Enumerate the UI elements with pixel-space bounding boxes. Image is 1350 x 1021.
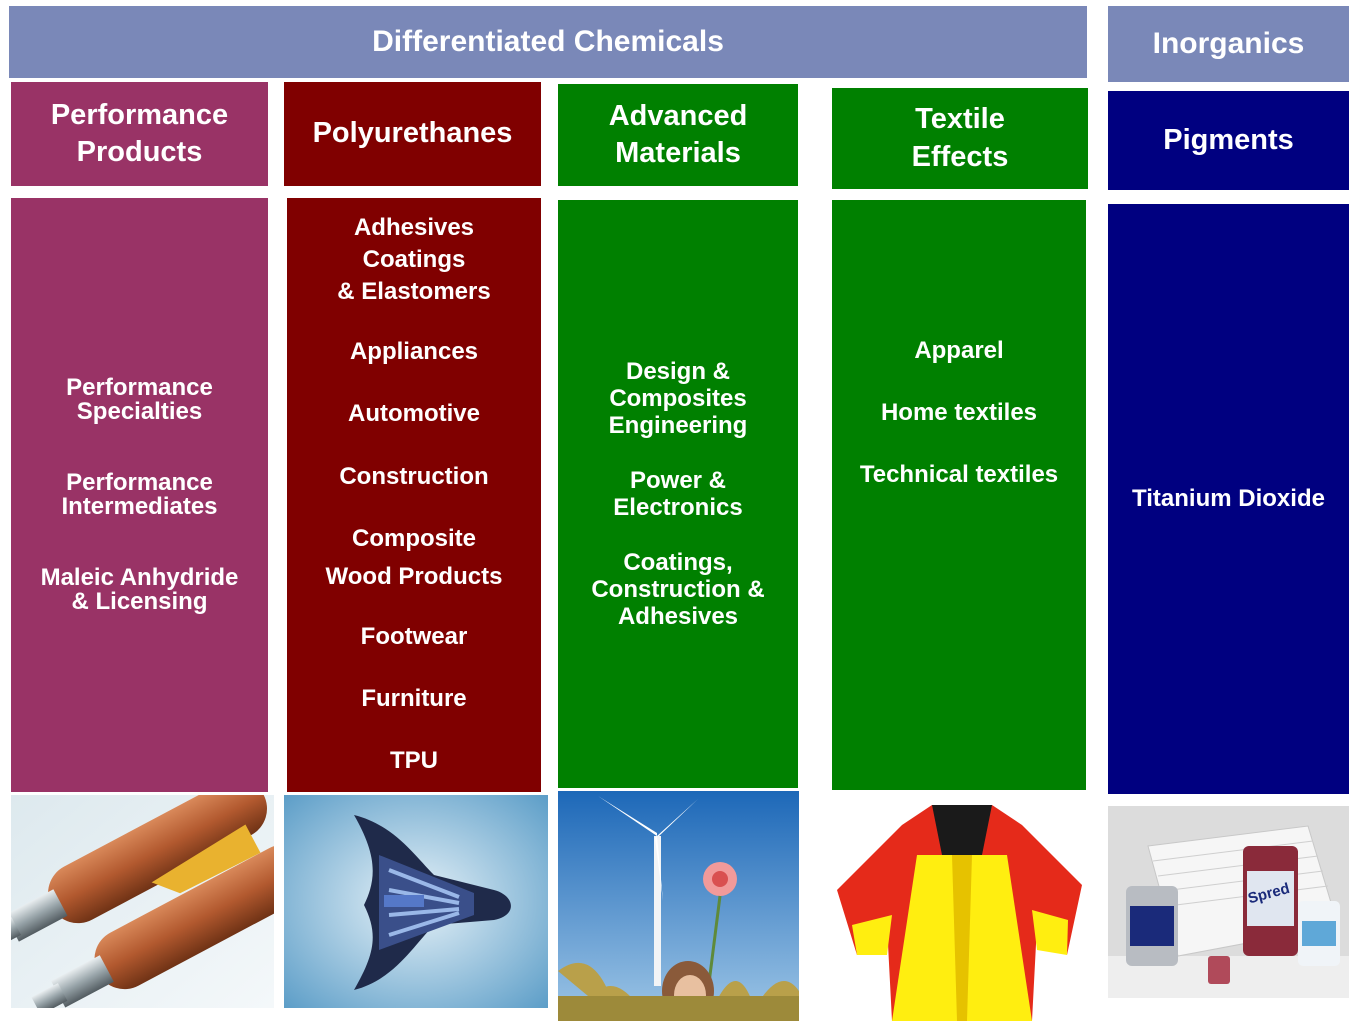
item-text: Footwear [360,623,468,650]
item-text: Coatings, [623,549,733,576]
item-text: Composite [351,525,476,552]
inorganics-title: Inorganics [1152,27,1305,60]
header-line: Performance [50,98,229,131]
header-advanced-materials: Advanced Materials [558,84,798,186]
item-text: Automotive [348,400,480,427]
header-line: Materials [615,137,741,169]
item-text: Composites [609,385,747,412]
header-line: Pigments [1163,123,1294,156]
item-text: Appliances [349,338,479,365]
paint-cans-photo: Spred [1108,806,1349,998]
header-line: Advanced [608,99,748,132]
body-textile-effects: Apparel Home textiles Technical textiles [832,200,1086,790]
item-text: Specialties [76,398,203,425]
item-text: Titanium Dioxide [1132,485,1325,512]
item-text: Engineering [608,412,748,439]
body-performance-products: Performance Specialties Performance Inte… [11,198,268,792]
item-text: Apparel [914,337,1004,364]
body-advanced-materials: Design & Composites Engineering Power & … [558,200,798,788]
item-text: Coatings [362,246,466,273]
header-line: Textile [915,103,1005,136]
item-text: Technical textiles [859,461,1059,488]
item-text: Adhesives [353,214,475,241]
body-polyurethanes: Adhesives Coatings & Elastomers Applianc… [287,198,541,792]
item-text: Wood Products [325,563,503,590]
item-text: & Licensing [71,588,208,615]
item-text: Performance [66,374,213,401]
header-performance-products: Performance Products [11,82,268,186]
item-text: Furniture [361,685,467,712]
rollers-photo [11,795,274,1008]
header-polyurethanes: Polyurethanes [284,82,541,186]
item-text: Maleic Anhydride [40,564,239,591]
header-line: Products [76,136,203,168]
body-pigments: Titanium Dioxide [1108,204,1349,794]
header-line: Polyurethanes [312,117,513,150]
item-text: Performance [66,469,213,496]
differentiated-chemicals-title: Differentiated Chemicals [372,25,724,58]
item-text: Home textiles [880,399,1038,426]
item-text: Electronics [613,494,743,521]
shoe-photo [284,795,548,1008]
inorganics-banner: Inorganics [1108,6,1349,82]
jacket-photo [832,795,1088,1021]
differentiated-chemicals-banner: Differentiated Chemicals [9,6,1087,78]
item-text: Power & [629,467,727,494]
item-text: Construction & [591,576,765,603]
item-text: Intermediates [61,493,218,520]
wind-turbine-photo [558,791,799,1021]
item-text: Construction [339,463,489,490]
header-line: Effects [911,140,1009,173]
item-text: Design & [625,358,730,385]
header-pigments: Pigments [1108,91,1349,190]
item-text: TPU [390,747,438,774]
item-text: Adhesives [617,603,739,630]
header-textile-effects: Textile Effects [832,88,1088,189]
item-text: & Elastomers [337,278,491,305]
